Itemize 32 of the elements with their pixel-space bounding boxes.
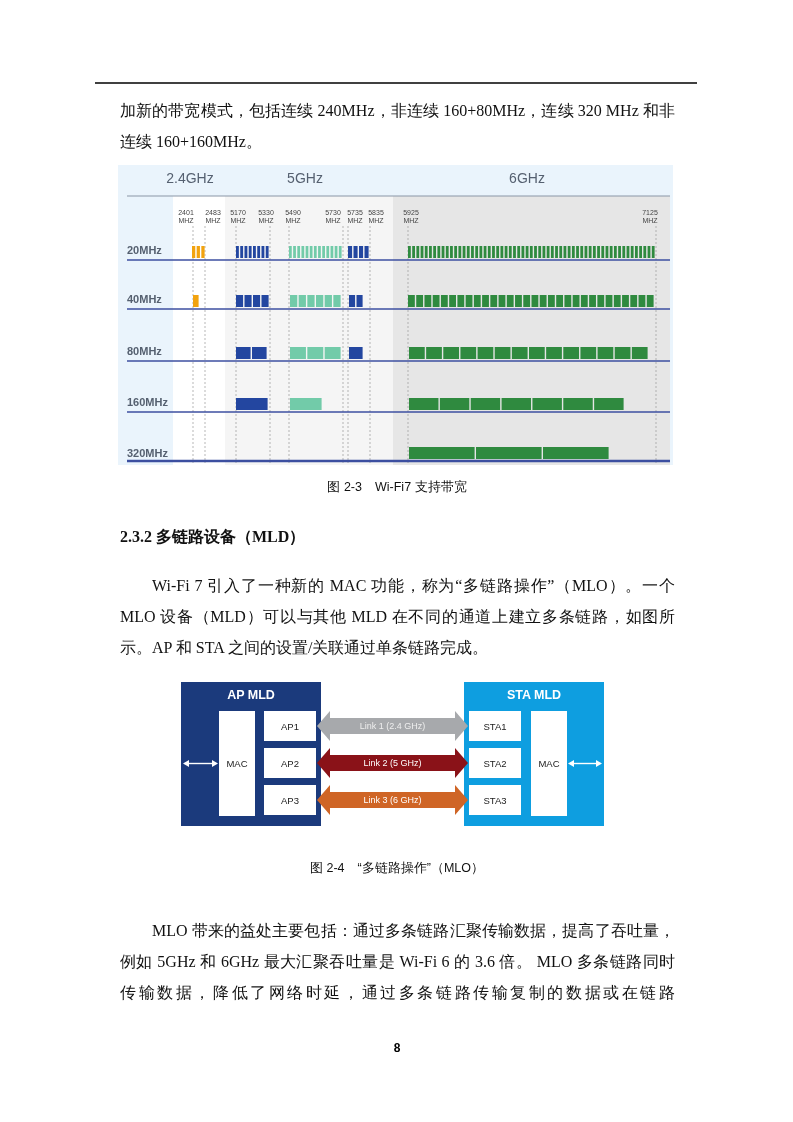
- module-box: STA2: [469, 748, 521, 778]
- paragraph: 加新的带宽模式，包括连续 240MHz，非连续 160+80MHz，连续 320 MHz 和非连续 160+160MHz。: [120, 101, 675, 152]
- band-label: 6GHz: [508, 169, 546, 187]
- paragraph: Wi-Fi 7 引入了一种新的 MAC 功能，称为“多链路操作”（MLO）。一个 MLO 设备（MLD）可以与其他 MLD 在不同的通道上建立多条链路，如图所示。AP 和 STA 之间的设置/关联通过单条链路完成。: [120, 576, 675, 658]
- row-label: 80MHz: [127, 344, 163, 358]
- row-label: 20MHz: [127, 243, 163, 257]
- double-arrow: [183, 760, 218, 767]
- page-number: 8: [392, 1041, 402, 1055]
- double-arrow: [317, 711, 468, 741]
- paragraph: MLO 带来的益处主要包括：通过多条链路汇聚传输数据，提高了吞吐量，例如 5GHz 和 6GHz 最大汇聚吞吐量是 Wi-Fi 6 的 3.6 倍。 MLO 多条链路同时传输数据，降低了网络时延，通过多条链路传输复制的数据或在链路: [120, 921, 675, 1003]
- module-box: MAC: [219, 711, 255, 816]
- module-box: AP1: [264, 711, 316, 741]
- double-arrow: [568, 760, 602, 767]
- figure-caption: 图 2-4 “多链路操作”（MLO）: [309, 860, 485, 876]
- box-title: AP MLD: [226, 687, 276, 703]
- double-arrow: [317, 748, 468, 778]
- module-box: AP3: [264, 785, 316, 815]
- figure-caption: 图 2-3 Wi-Fi7 支持带宽: [326, 479, 468, 495]
- band-label: 5GHz: [286, 169, 324, 187]
- module-box: STA1: [469, 711, 521, 741]
- band-label: 2.4GHz: [165, 169, 215, 187]
- module-box: STA3: [469, 785, 521, 815]
- row-label: 160MHz: [127, 395, 169, 409]
- device-box: [181, 682, 321, 826]
- row-label: 320MHz: [127, 446, 169, 460]
- section-heading: 2.3.2 多链路设备（MLD）: [120, 527, 307, 547]
- module-box: MAC: [531, 711, 567, 816]
- row-label: 40MHz: [127, 292, 163, 306]
- box-title: STA MLD: [505, 687, 563, 703]
- double-arrow: [317, 785, 468, 815]
- device-box: [464, 682, 604, 826]
- module-box: AP2: [264, 748, 316, 778]
